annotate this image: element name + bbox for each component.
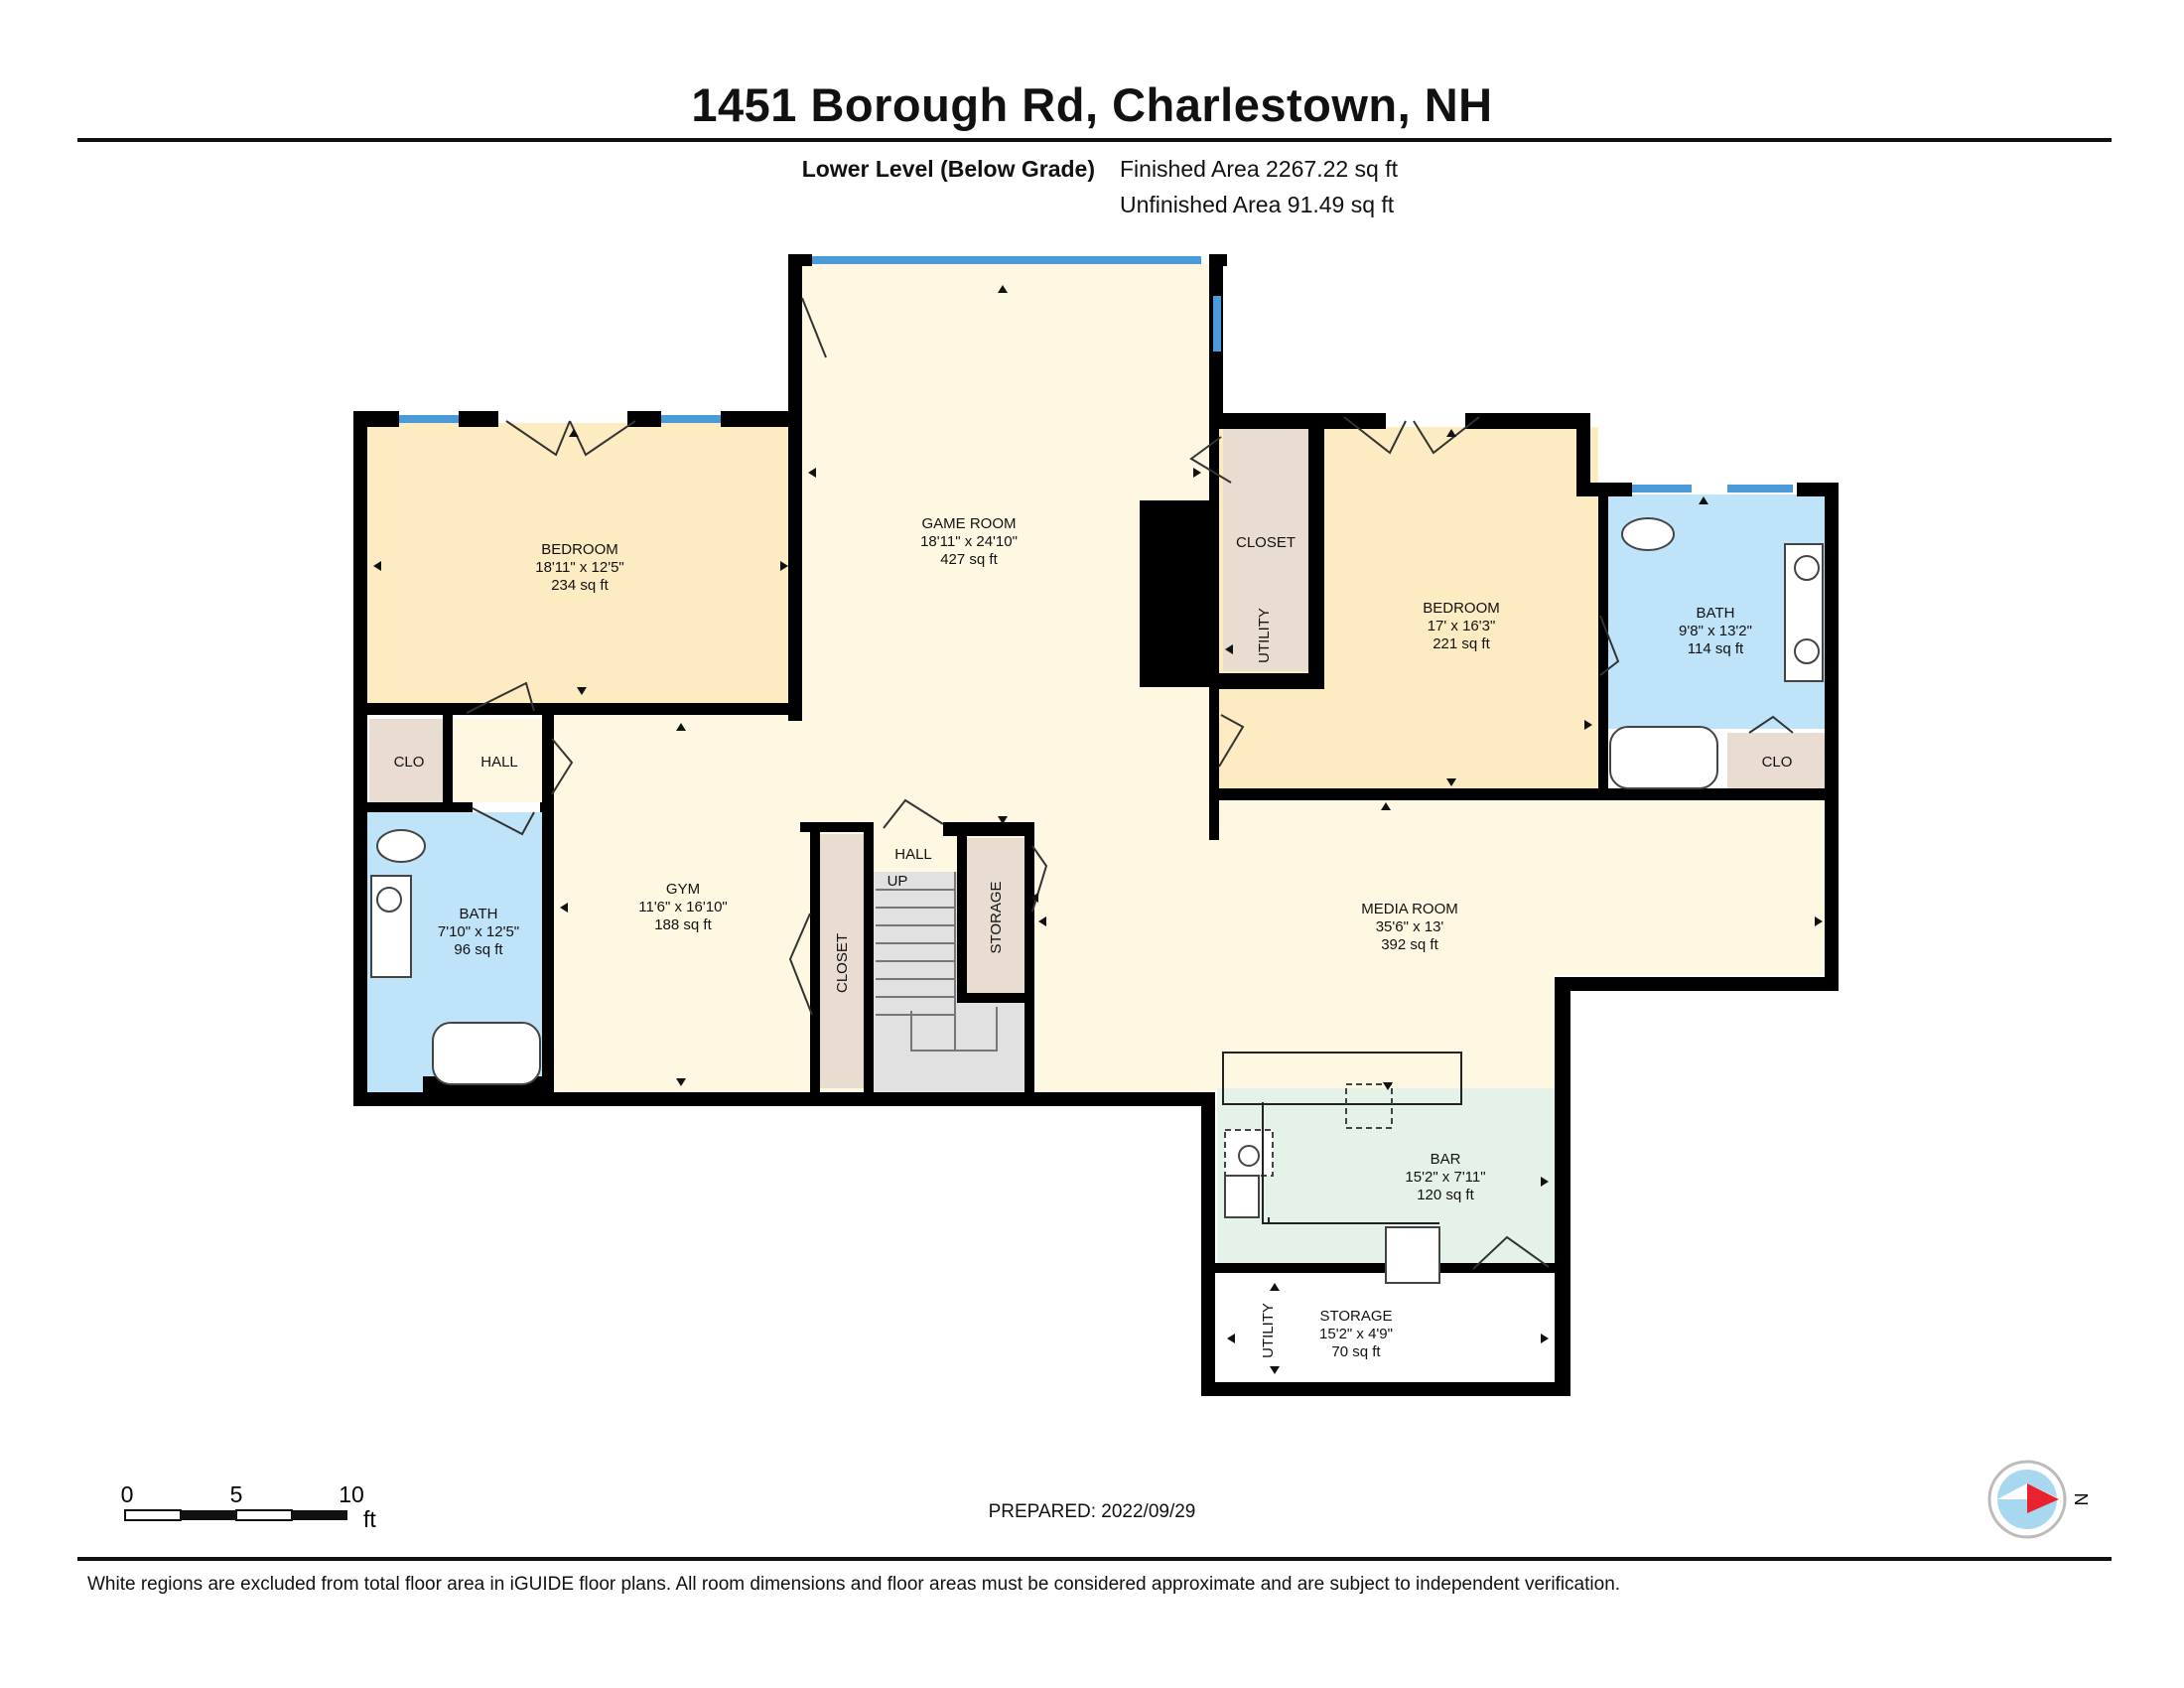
footer-rule — [77, 1557, 2112, 1561]
hall-west-label: HALL — [480, 754, 518, 771]
bath-west-name: BATH — [460, 906, 498, 922]
game-room-name: GAME ROOM — [921, 515, 1016, 532]
bedroom-west-fill — [367, 423, 792, 707]
media-room-dims: 35'6" x 13' — [1376, 918, 1444, 935]
bedroom-west-area: 234 sq ft — [551, 577, 609, 594]
scale-tick-10: 10 — [339, 1481, 364, 1507]
scale-tick-0: 0 — [121, 1481, 134, 1507]
toilet-west — [376, 829, 426, 863]
clo-east-label: CLO — [1762, 754, 1793, 771]
stair-treads — [876, 872, 998, 1052]
hall-west-fill — [451, 719, 546, 802]
fixtures — [370, 517, 1824, 1284]
hall-stair-label: HALL — [894, 846, 932, 863]
bath-east-area: 114 sq ft — [1688, 640, 1744, 657]
tub-west — [432, 1022, 541, 1085]
storage-south-name: STORAGE — [1319, 1308, 1392, 1325]
prepared-date: PREPARED: 2022/09/29 — [988, 1501, 1196, 1522]
stair-hall-fill — [874, 830, 953, 872]
bedroom-west-dims: 18'11" x 12'5" — [535, 559, 624, 576]
bath-west-dims: 7'10" x 12'5" — [438, 923, 519, 940]
bar-area: 120 sq ft — [1417, 1187, 1474, 1203]
gym-dims: 11'6" x 16'10" — [638, 899, 728, 915]
tub-east — [1609, 726, 1718, 789]
gym-area: 188 sq ft — [654, 916, 712, 933]
bath-east-dims: 9'8" x 13'2" — [1679, 623, 1752, 639]
media-room-area: 392 sq ft — [1381, 936, 1438, 953]
scale-bar: 0 5 10 ft — [121, 1481, 377, 1532]
media-room-south-fill — [1032, 973, 1555, 1092]
scale-tick-5: 5 — [230, 1481, 243, 1507]
media-room-fill — [1032, 796, 1825, 975]
gym-fill — [554, 715, 810, 1092]
windows — [399, 256, 1793, 492]
compass-north-label: N — [2071, 1493, 2091, 1506]
gym-name: GYM — [666, 881, 700, 898]
level-label: Lower Level (Below Grade) — [801, 156, 1095, 182]
utility-south-label: UTILITY — [1260, 1303, 1277, 1358]
disclaimer: White regions are excluded from total fl… — [87, 1574, 1621, 1595]
game-room-area: 427 sq ft — [940, 551, 998, 568]
closet-east-fill — [1223, 429, 1310, 671]
clo-west-label: CLO — [394, 754, 425, 771]
scale-unit: ft — [363, 1506, 376, 1532]
unfinished-area: Unfinished Area 91.49 sq ft — [1120, 192, 1395, 217]
bar-name: BAR — [1431, 1151, 1461, 1168]
closet-stair-label: CLOSET — [834, 933, 851, 993]
game-room-dims: 18'11" x 24'10" — [920, 533, 1018, 550]
storage-stair-label: STORAGE — [988, 881, 1005, 953]
utility-east-label: UTILITY — [1256, 608, 1273, 663]
closet-stair-fill — [820, 834, 864, 1088]
clo-east-fill — [1727, 733, 1825, 790]
stair-up-label: UP — [887, 873, 908, 890]
toilet-east — [1621, 517, 1675, 551]
bedroom-east-dims: 17' x 16'3" — [1428, 618, 1496, 634]
bath-east-name: BATH — [1697, 605, 1735, 622]
plan-title: 1451 Borough Rd, Charlestown, NH — [691, 78, 1493, 131]
door-swings — [466, 297, 1794, 1270]
media-room-name: MEDIA ROOM — [1361, 901, 1458, 917]
bar-dims: 15'2" x 7'11" — [1405, 1169, 1485, 1186]
bar-counter — [1222, 1052, 1462, 1105]
bath-west-area: 96 sq ft — [454, 941, 503, 958]
closet-east-label: CLOSET — [1236, 534, 1296, 551]
storage-stair-fill — [967, 838, 1024, 995]
storage-south-dims: 15'2" x 4'9" — [1319, 1326, 1393, 1342]
clo-west-fill — [369, 719, 447, 802]
bedroom-east-area: 221 sq ft — [1433, 635, 1490, 652]
bedroom-east-name: BEDROOM — [1423, 600, 1500, 617]
dimension-arrows — [373, 285, 1823, 1374]
bedroom-west-name: BEDROOM — [541, 541, 618, 558]
finished-area: Finished Area 2267.22 sq ft — [1120, 156, 1399, 182]
header-rule — [77, 138, 2112, 142]
walls — [353, 254, 1839, 1396]
storage-south-area: 70 sq ft — [1331, 1343, 1381, 1360]
compass-icon: N — [1987, 1460, 2091, 1539]
